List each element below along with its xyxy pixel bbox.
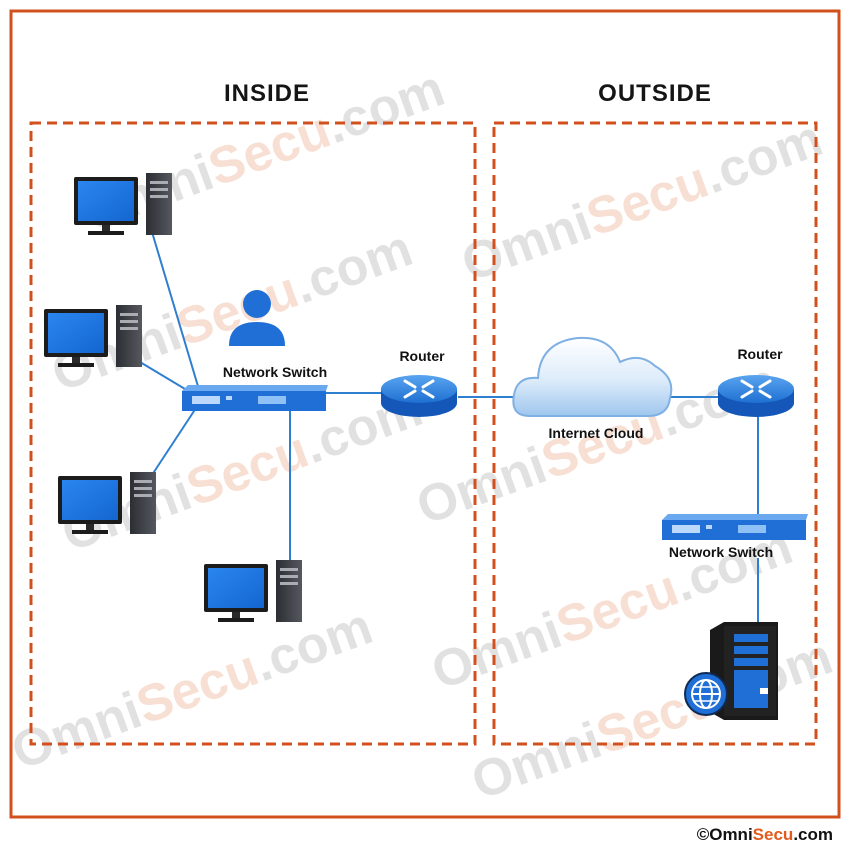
outside-switch-label: Network Switch — [669, 544, 773, 560]
outside-zone-title: OUTSIDE — [598, 80, 712, 107]
internet-cloud-label: Internet Cloud — [549, 425, 644, 441]
watermark: OmniSecu.com — [454, 109, 830, 293]
inside-zone-box — [29, 121, 477, 746]
link-pc3-switch — [149, 404, 199, 479]
inside-network-switch-icon — [182, 385, 328, 411]
desktop-pc-1 — [74, 173, 172, 235]
inside-router-label: Router — [399, 348, 445, 364]
outer-frame — [9, 9, 841, 819]
outside-zone-box — [492, 121, 818, 746]
copyright-text: ©OmniSecu.com — [697, 825, 833, 844]
user-icon — [229, 290, 285, 346]
inside-zone-title: INSIDE — [224, 80, 310, 107]
globe-icon — [684, 672, 728, 716]
inside-router-icon — [381, 375, 457, 417]
desktop-pc-2 — [44, 305, 142, 367]
desktop-pc-3 — [58, 472, 156, 534]
internet-cloud-icon — [512, 336, 673, 417]
link-pc1-switch — [151, 231, 201, 394]
outside-router-icon — [718, 375, 794, 417]
monitor-screen — [78, 181, 134, 221]
outside-router-label: Router — [737, 346, 783, 362]
watermark: OmniSecu.com — [4, 597, 380, 781]
inside-switch-label: Network Switch — [223, 364, 327, 380]
desktop-pc-4 — [204, 560, 302, 622]
outside-network-switch-icon — [662, 514, 808, 540]
